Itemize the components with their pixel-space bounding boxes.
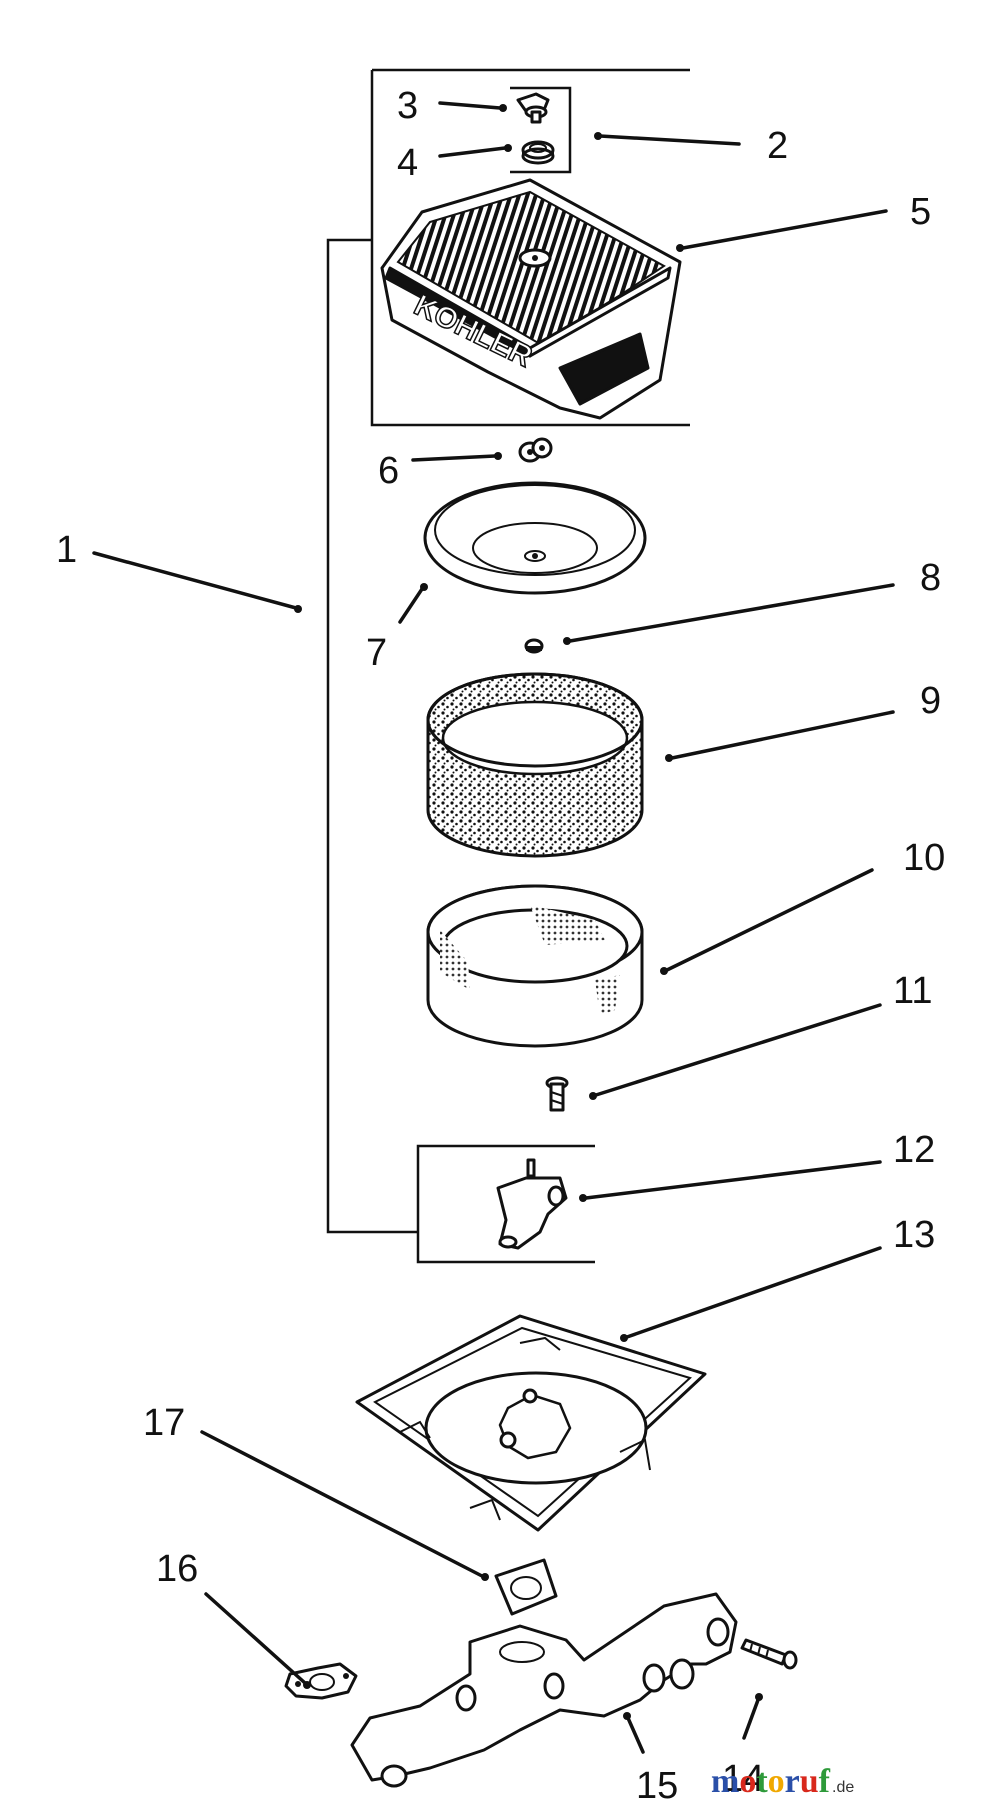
bolt-part-14 — [740, 1638, 798, 1670]
air-cleaner-cover-part-5: KOHLER — [380, 178, 682, 420]
svg-text:motoruf: motoruf — [711, 1763, 831, 1800]
wing-nut-part-3 — [516, 92, 550, 124]
watermark-letter: r — [785, 1763, 800, 1800]
callout-17: 17 — [143, 1402, 185, 1444]
callout-13: 13 — [893, 1214, 935, 1256]
seal-part-4 — [521, 140, 555, 165]
callout-4: 4 — [397, 142, 418, 184]
kit-bracket-2 — [510, 86, 572, 174]
callout-numbers: 1 2 3 4 5 6 7 8 9 10 11 12 13 14 15 16 1… — [56, 85, 945, 1800]
watermark-letter: m — [711, 1763, 739, 1800]
callout-2: 2 — [767, 125, 788, 167]
intake-manifold-part-15 — [350, 1592, 738, 1788]
callout-5: 5 — [910, 191, 931, 233]
precleaner-part-9 — [426, 672, 644, 858]
callout-11: 11 — [893, 970, 932, 1012]
air-cleaner-base-part-13 — [355, 1314, 707, 1532]
callout-15: 15 — [636, 1765, 678, 1800]
screw-part-11 — [545, 1076, 569, 1112]
watermark-logo: motoruf .de — [711, 1763, 854, 1800]
callout-1: 1 — [56, 529, 77, 571]
air-filter-element-part-10 — [426, 884, 644, 1048]
leader-lines — [92, 101, 895, 1754]
callout-8: 8 — [920, 557, 941, 599]
callout-12: 12 — [893, 1129, 935, 1171]
callout-9: 9 — [920, 680, 941, 722]
gasket-part-16 — [284, 1662, 358, 1700]
element-cover-part-7 — [423, 481, 647, 595]
watermark-letter: f — [819, 1763, 831, 1800]
kit-bracket-1 — [370, 68, 690, 427]
callout-16: 16 — [156, 1548, 198, 1590]
callout-7: 7 — [366, 632, 387, 674]
watermark-letter: o — [768, 1763, 785, 1800]
wing-nut-part-6 — [518, 437, 553, 463]
watermark-suffix: .de — [832, 1779, 854, 1796]
watermark-letter: o — [739, 1763, 756, 1800]
callout-14: 14 — [722, 1758, 764, 1800]
callout-6: 6 — [378, 450, 399, 492]
callout-10: 10 — [903, 837, 945, 879]
bracket-part-12 — [496, 1158, 568, 1250]
grommet-part-8 — [524, 638, 544, 654]
callout-3: 3 — [397, 85, 418, 127]
kit-bracket-4 — [416, 1144, 595, 1264]
watermark-letter: u — [800, 1763, 819, 1800]
gasket-part-17 — [494, 1558, 558, 1616]
kit-bracket-3 — [326, 238, 418, 1234]
watermark-letter: t — [756, 1763, 768, 1800]
